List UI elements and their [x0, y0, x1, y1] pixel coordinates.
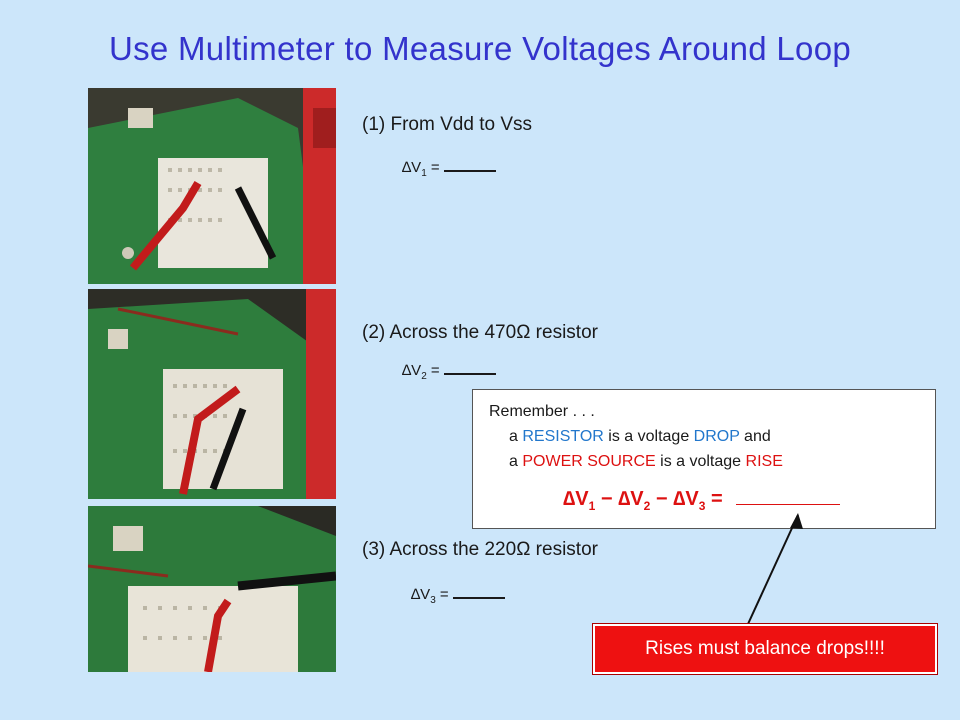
resistor-word: RESISTOR: [522, 428, 604, 445]
breadboard-photo-vdd-vss: [88, 88, 336, 284]
equation-answer-blank: [736, 490, 841, 505]
drop-word: DROP: [693, 428, 740, 445]
answer-blank: [443, 360, 496, 375]
text: is a voltage: [655, 453, 746, 470]
remember-source-line: a POWER SOURCE is a voltage RISE: [509, 453, 783, 471]
answer-blank: [452, 584, 505, 599]
step-2-label: (2) Across the 470Ω resistor: [362, 322, 598, 343]
eq-op: −: [650, 488, 674, 510]
text: is a voltage: [603, 428, 694, 445]
eq-sub: 1: [588, 499, 596, 513]
delta-symbol: ∆V: [402, 159, 422, 176]
equals-sign: =: [426, 362, 444, 379]
text: a: [509, 453, 523, 470]
power-source-word: POWER SOURCE: [522, 453, 656, 470]
kvl-equation: ∆V1 − ∆V2 − ∆V3 =: [563, 488, 841, 513]
remember-resistor-line: a RESISTOR is a voltage DROP and: [509, 428, 771, 446]
text: and: [739, 428, 771, 445]
equals-sign: =: [435, 586, 453, 603]
eq-term: ∆V: [618, 488, 644, 510]
breadboard-photo-220-resistor: [88, 506, 336, 672]
rise-word: RISE: [745, 453, 783, 470]
slide-title: Use Multimeter to Measure Voltages Aroun…: [108, 30, 852, 67]
step-3-label: (3) Across the 220Ω resistor: [362, 539, 598, 560]
step-1-label: (1) From Vdd to Vss: [362, 114, 532, 135]
eq-term: ∆V: [673, 488, 699, 510]
balance-callout: Rises must balance drops!!!!: [593, 624, 937, 674]
remember-heading: Remember . . .: [489, 403, 595, 420]
delta-v1-readout: ∆V1 =: [402, 157, 496, 179]
eq-op: −: [595, 488, 619, 510]
equals-sign: =: [426, 159, 444, 176]
delta-symbol: ∆V: [402, 362, 422, 379]
text: a: [509, 428, 523, 445]
remember-box: Remember . . . a RESISTOR is a voltage D…: [472, 389, 936, 529]
breadboard-photo-470-resistor: [88, 289, 336, 499]
eq-sub: 2: [643, 499, 651, 513]
eq-op: =: [705, 488, 729, 510]
eq-term: ∆V: [563, 488, 589, 510]
subscript: 1: [421, 168, 427, 179]
subscript: 3: [430, 595, 436, 606]
delta-symbol: ∆V: [411, 586, 431, 603]
subscript: 2: [421, 371, 427, 382]
delta-v3-readout: ∆V3 =: [411, 584, 505, 606]
eq-sub: 3: [698, 499, 706, 513]
answer-blank: [443, 157, 496, 172]
delta-v2-readout: ∆V2 =: [402, 360, 496, 382]
